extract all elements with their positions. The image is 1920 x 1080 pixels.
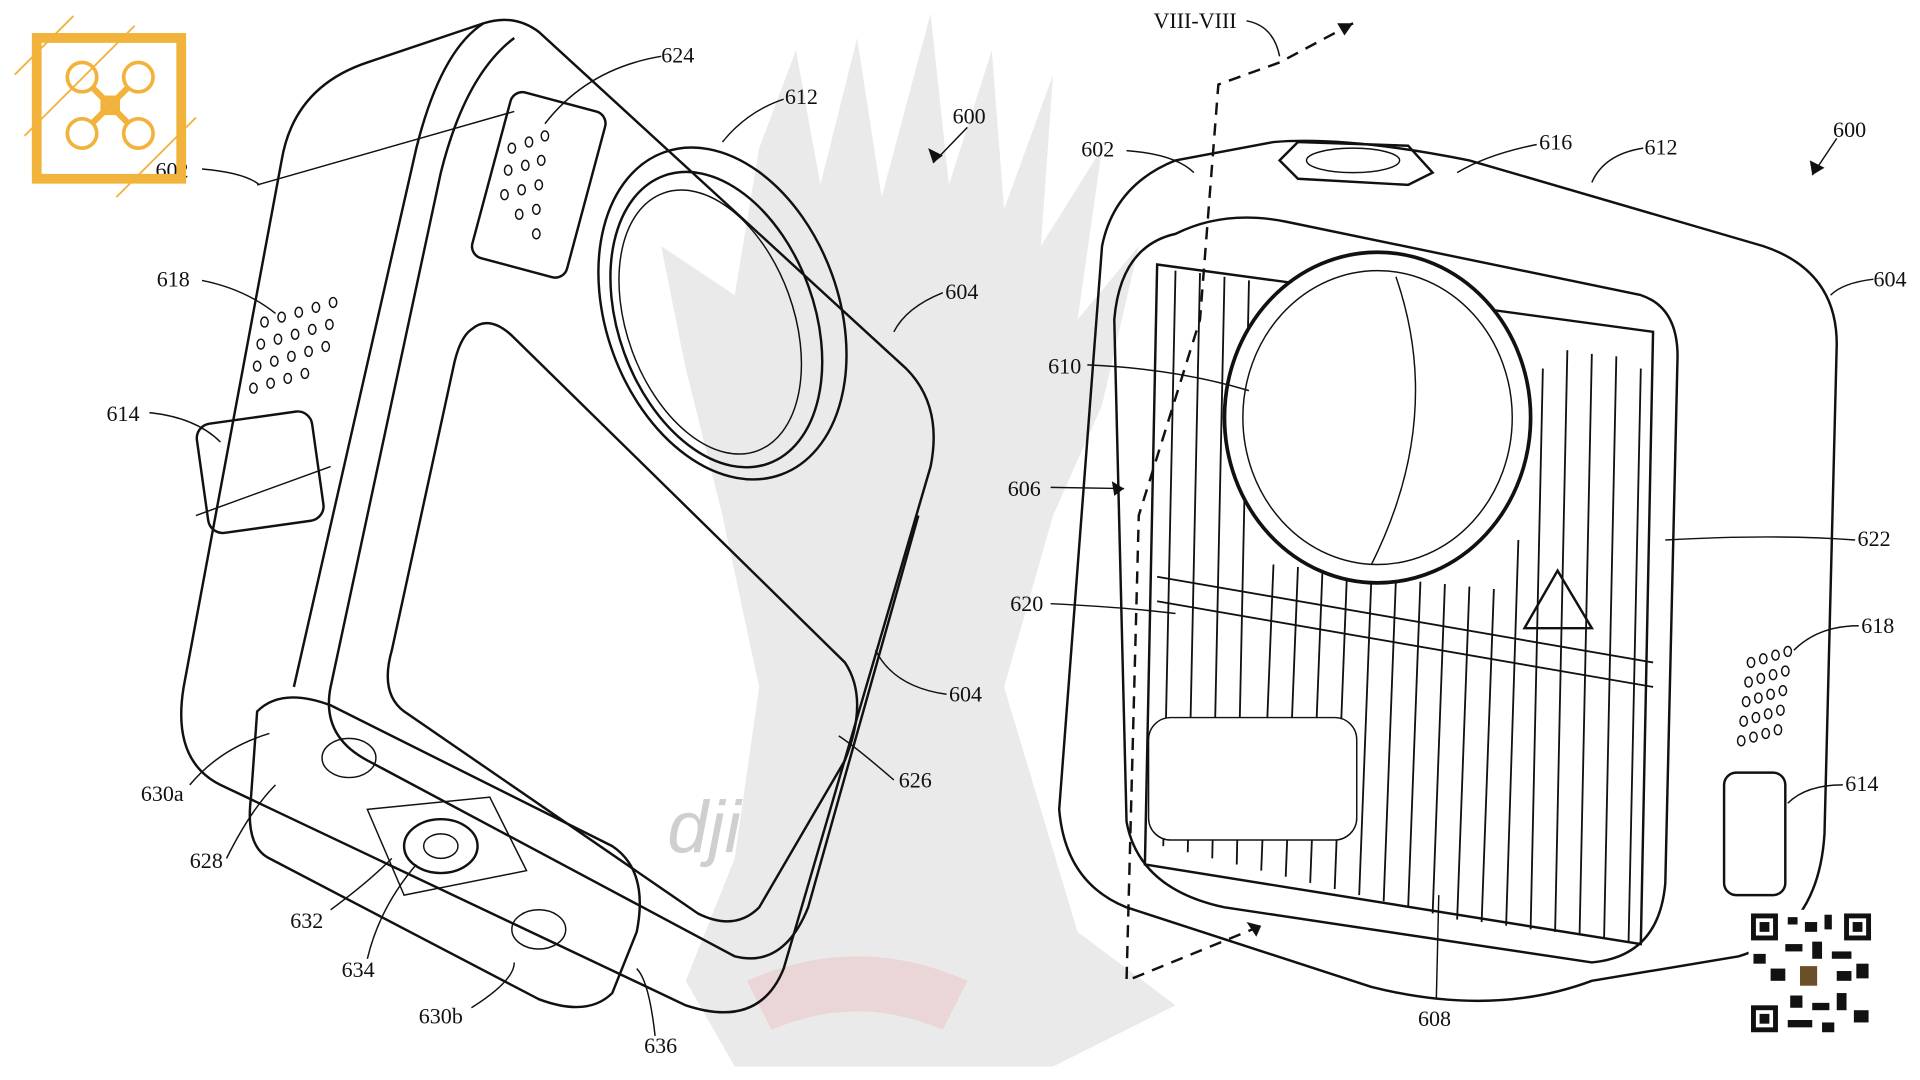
label-620: 620 (1010, 591, 1043, 616)
label-604: 604 (945, 279, 978, 304)
label-600: 600 (953, 104, 986, 129)
label-636: 636 (644, 1033, 677, 1058)
right-camera-view (1057, 22, 1838, 1003)
button-614-right (1722, 771, 1787, 897)
warning-triangle-icon (1522, 568, 1594, 630)
lens-610 (1222, 250, 1533, 585)
lens-612 (597, 146, 848, 481)
label-618: 618 (157, 267, 190, 292)
label-630a: 630a (141, 781, 184, 806)
microphone-grille-624 (470, 90, 607, 279)
label-606: 606 (1008, 476, 1041, 501)
reference-labels: 624 612 600 602 618 614 604 604 626 630a… (107, 8, 1907, 1058)
label-628: 628 (190, 848, 223, 873)
label-608: 608 (1418, 1006, 1451, 1031)
label-614-right: 614 (1845, 771, 1878, 796)
label-602-right: 602 (1081, 137, 1114, 162)
label-616: 616 (1539, 129, 1572, 154)
label-626: 626 (899, 767, 932, 792)
label-area (1147, 716, 1358, 841)
button-614 (195, 410, 325, 535)
label-622: 622 (1858, 526, 1891, 551)
qr-code-icon (1748, 909, 1874, 1035)
label-610: 610 (1048, 353, 1081, 378)
label-634: 634 (342, 957, 375, 982)
watermark-figure: dji (661, 13, 1176, 1067)
bottom-cover-628 (248, 696, 641, 1009)
shutter-button-616 (1277, 140, 1435, 187)
section-line-viii (1125, 22, 1354, 983)
label-section-viii: VIII-VIII (1153, 8, 1236, 33)
display-screen-626 (386, 321, 859, 923)
label-618-right: 618 (1861, 613, 1894, 638)
leader-lines (149, 20, 1874, 1036)
label-624: 624 (661, 42, 694, 67)
label-600-right: 600 (1833, 117, 1866, 142)
label-614: 614 (107, 401, 140, 426)
drone-logo-icon (14, 15, 197, 198)
watermark-dji-text: dji (667, 785, 742, 868)
label-612-right: 612 (1644, 134, 1677, 159)
label-604-lower: 604 (949, 682, 982, 707)
left-camera-view (180, 18, 935, 1014)
mount-634 (402, 817, 479, 875)
label-612: 612 (785, 84, 818, 109)
label-604-right: 604 (1873, 267, 1906, 292)
label-630b: 630b (419, 1004, 463, 1029)
label-632: 632 (290, 908, 323, 933)
